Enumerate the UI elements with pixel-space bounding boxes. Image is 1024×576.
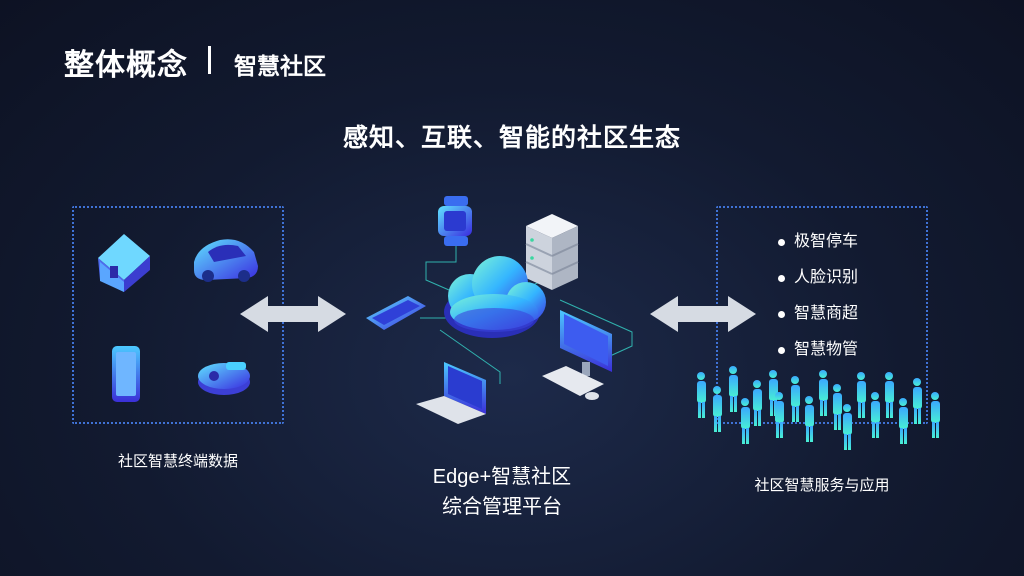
page-title: 整体概念 (64, 49, 188, 82)
bullet-icon (778, 310, 785, 318)
crowd-people-icon (697, 366, 940, 450)
service-item-parking: 极智停车 (778, 224, 858, 260)
car-icon (194, 239, 258, 282)
server-icon (525, 214, 579, 290)
service-item-smart-store: 智慧商超 (778, 296, 858, 332)
services-caption: 社区智慧服务与应用 (754, 477, 890, 494)
platform-caption-line1: Edge+智慧社区 (432, 466, 572, 488)
title-separator (208, 46, 211, 74)
terminal-data-caption: 社区智慧终端数据 (117, 453, 238, 470)
monitor-icon (542, 310, 612, 400)
smartphone-icon (112, 346, 140, 402)
service-label: 智慧物管 (794, 341, 859, 358)
house-icon (98, 234, 150, 292)
left-bidirectional-arrow (240, 296, 346, 332)
platform-caption-line2: 综合管理平台 (442, 496, 562, 518)
platform-caption: Edge+智慧社区 综合管理平台 (362, 462, 642, 522)
page-subtitle: 智慧社区 (234, 53, 326, 79)
service-item-property-mgmt: 智慧物管 (778, 332, 858, 368)
bullet-icon (778, 274, 785, 282)
smartwatch-icon (438, 196, 472, 246)
service-label: 人脸识别 (794, 269, 859, 286)
diagram-headline: 感知、互联、智能的社区生态 (342, 124, 681, 152)
service-label: 智慧商超 (794, 305, 859, 322)
service-label: 极智停车 (794, 233, 859, 250)
bullet-icon (778, 238, 785, 246)
laptop-icon (416, 362, 486, 424)
tablet-icon (366, 296, 426, 330)
bullet-icon (778, 346, 785, 354)
cloud-icon (444, 256, 546, 338)
right-bidirectional-arrow (650, 296, 756, 332)
service-item-face-recognition: 人脸识别 (778, 260, 858, 296)
door-lock-icon (198, 362, 250, 395)
service-list: 极智停车 人脸识别 智慧商超 智慧物管 (778, 224, 858, 368)
